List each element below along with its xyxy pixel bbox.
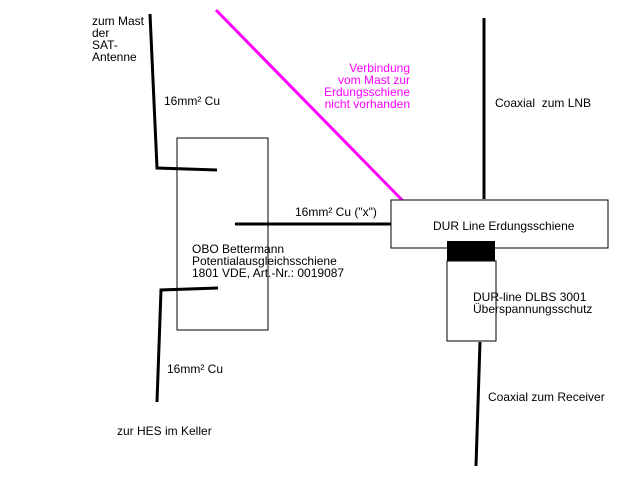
hes-ground-wire: [155, 286, 219, 403]
dur-ground-rail: [390, 199, 609, 249]
coax-lnb-label: Coaxial zum LNB: [495, 96, 592, 110]
obo-rail-label: OBO Bettermann Potentialausgleichsschien…: [192, 242, 345, 280]
dlbs-surge-protector: [446, 260, 497, 342]
mast-ground-wire: [148, 13, 218, 172]
missing-connection-line: [214, 8, 407, 205]
obo-potential-rail: [176, 137, 269, 331]
mast-label: zum Mast der SAT- Antenne: [92, 14, 145, 64]
dur-rail-label: DUR Line Erdungsschiene: [433, 219, 575, 233]
dlbs-label: DUR-line DLBS 3001 Überspannungsschutz: [473, 290, 593, 316]
cu-bottom-label: 16mm² Cu: [167, 362, 224, 376]
coax-receiver-label: Coaxial zum Receiver: [488, 390, 605, 404]
cu-top-label: 16mm² Cu: [164, 94, 221, 108]
dlbs-mount-block: [447, 241, 495, 262]
hes-label: zur HES im Keller: [117, 424, 212, 438]
coax-receiver-cable: [474, 341, 482, 467]
cu-middle-label: 16mm² Cu ("x"): [295, 205, 377, 219]
missing-connection-label: Verbindung vom Mast zur Erdungsschiene n…: [323, 61, 410, 111]
